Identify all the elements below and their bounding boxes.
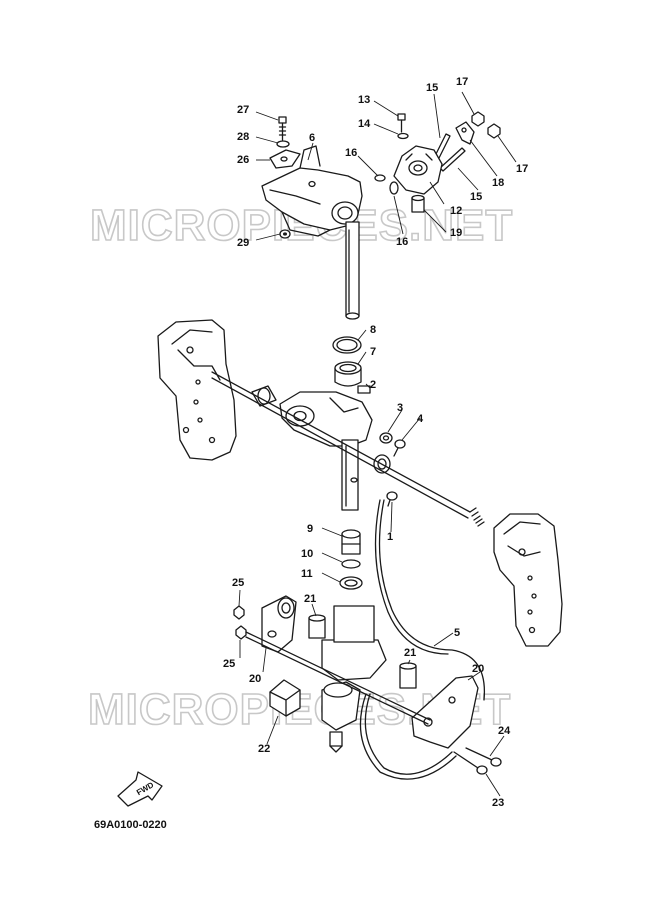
callout-29: 29 — [237, 237, 249, 249]
callout-20-right: 20 — [472, 663, 484, 675]
oring-8-part — [332, 336, 362, 354]
bracket-12-part — [393, 145, 443, 195]
callout-23: 23 — [492, 797, 504, 809]
collar-16-part — [374, 174, 399, 195]
callout-28: 28 — [237, 131, 249, 143]
diagram-code: 69A0100-0220 — [94, 819, 167, 831]
callout-27: 27 — [237, 104, 249, 116]
callout-19: 19 — [450, 227, 462, 239]
callout-7: 7 — [370, 346, 376, 358]
callout-24: 24 — [498, 725, 511, 737]
grommet-19-part — [411, 194, 425, 213]
oring-10-part — [341, 559, 361, 569]
bushing-9-part — [341, 529, 361, 555]
callout-21-left: 21 — [304, 593, 316, 605]
stopper-bracket-20-part — [261, 595, 297, 653]
link-18-part — [455, 121, 475, 145]
plate-2-part — [357, 385, 371, 394]
nut-29-part — [279, 229, 291, 239]
screw-4-part — [393, 439, 406, 457]
callout-26: 26 — [237, 154, 249, 166]
nuts-17-part — [471, 111, 501, 139]
pivot-rod-part — [245, 631, 431, 725]
washer-14-part — [397, 132, 409, 140]
steering-bracket-part — [261, 145, 363, 320]
callout-10: 10 — [301, 548, 313, 560]
callout-13: 13 — [358, 94, 370, 106]
leader-lines — [238, 91, 517, 797]
callout-16-bottom: 16 — [396, 236, 408, 248]
arm-20-part — [411, 675, 479, 749]
forward-arrow: FWD — [117, 771, 163, 807]
through-tube-part — [211, 371, 485, 527]
callout-5: 5 — [454, 627, 460, 639]
callout-9: 9 — [307, 523, 313, 535]
callout-22: 22 — [258, 743, 270, 755]
block-21-right-part — [399, 662, 417, 689]
callout-17-right: 17 — [516, 163, 528, 175]
damper-22-part — [269, 679, 301, 717]
swivel-bracket-part — [279, 391, 373, 511]
grease-nipple-3-part — [379, 432, 393, 444]
bolts-23-24-part — [453, 747, 502, 775]
callout-15-bottom: 15 — [470, 191, 482, 203]
callout-21-right: 21 — [404, 647, 416, 659]
callout-15-top: 15 — [426, 82, 438, 94]
block-21-left-part — [308, 614, 326, 639]
cable-5-part — [359, 499, 486, 780]
bolt-13-part — [397, 113, 406, 133]
callout-6: 6 — [309, 132, 315, 144]
plate-26-part — [269, 149, 301, 169]
washer-11-part — [339, 576, 363, 590]
screw-27-part — [278, 116, 287, 141]
callouts: 27 28 26 6 29 13 14 15 17 17 18 15 16 12… — [223, 76, 528, 809]
callout-14: 14 — [358, 118, 371, 130]
callout-17-top: 17 — [456, 76, 468, 88]
clamp-bracket-left-part — [157, 319, 237, 461]
callout-25-top: 25 — [232, 577, 244, 589]
grease-nipple-1-part — [386, 491, 398, 507]
nuts-25-part — [233, 605, 247, 640]
callout-18: 18 — [492, 177, 504, 189]
callout-12: 12 — [450, 205, 462, 217]
bushing-left-part — [251, 385, 277, 407]
callout-11: 11 — [301, 568, 313, 580]
callout-25-bottom: 25 — [223, 658, 235, 670]
callout-4: 4 — [417, 413, 424, 425]
washer-28-part — [276, 140, 290, 148]
callout-20-left: 20 — [249, 673, 261, 685]
callout-1: 1 — [387, 531, 393, 543]
clamp-bracket-right-part — [493, 513, 563, 647]
callout-2: 2 — [370, 379, 376, 391]
bottom-assembly-part — [321, 605, 387, 753]
callout-3: 3 — [397, 402, 403, 414]
callout-8: 8 — [370, 324, 376, 336]
bushing-7-part — [334, 361, 362, 387]
callout-16-top: 16 — [345, 147, 357, 159]
